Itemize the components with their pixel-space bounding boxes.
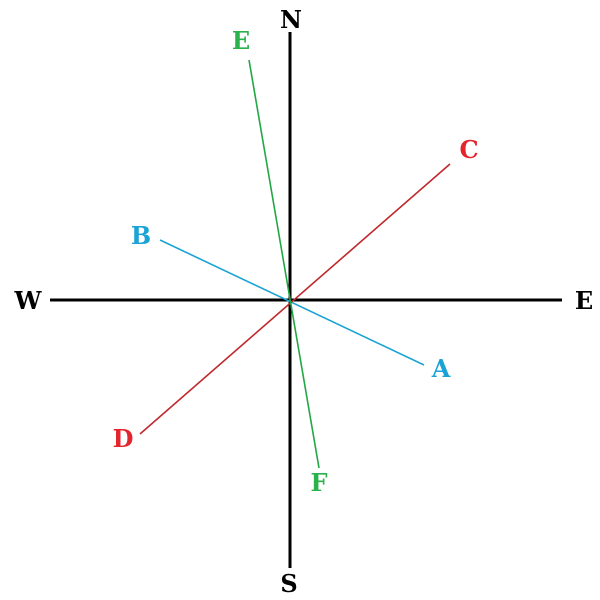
west-label: W bbox=[14, 286, 43, 315]
east-label: E bbox=[575, 286, 593, 315]
north-label: N bbox=[280, 5, 302, 34]
label-b: B bbox=[131, 221, 151, 250]
line-ef bbox=[248, 59, 320, 469]
label-a: A bbox=[431, 354, 451, 383]
label-f: F bbox=[310, 468, 327, 497]
south-label: S bbox=[280, 569, 297, 598]
label-c: C bbox=[459, 135, 478, 164]
label-e: E bbox=[232, 26, 250, 55]
line-cd bbox=[139, 163, 451, 435]
label-d: D bbox=[113, 424, 134, 453]
